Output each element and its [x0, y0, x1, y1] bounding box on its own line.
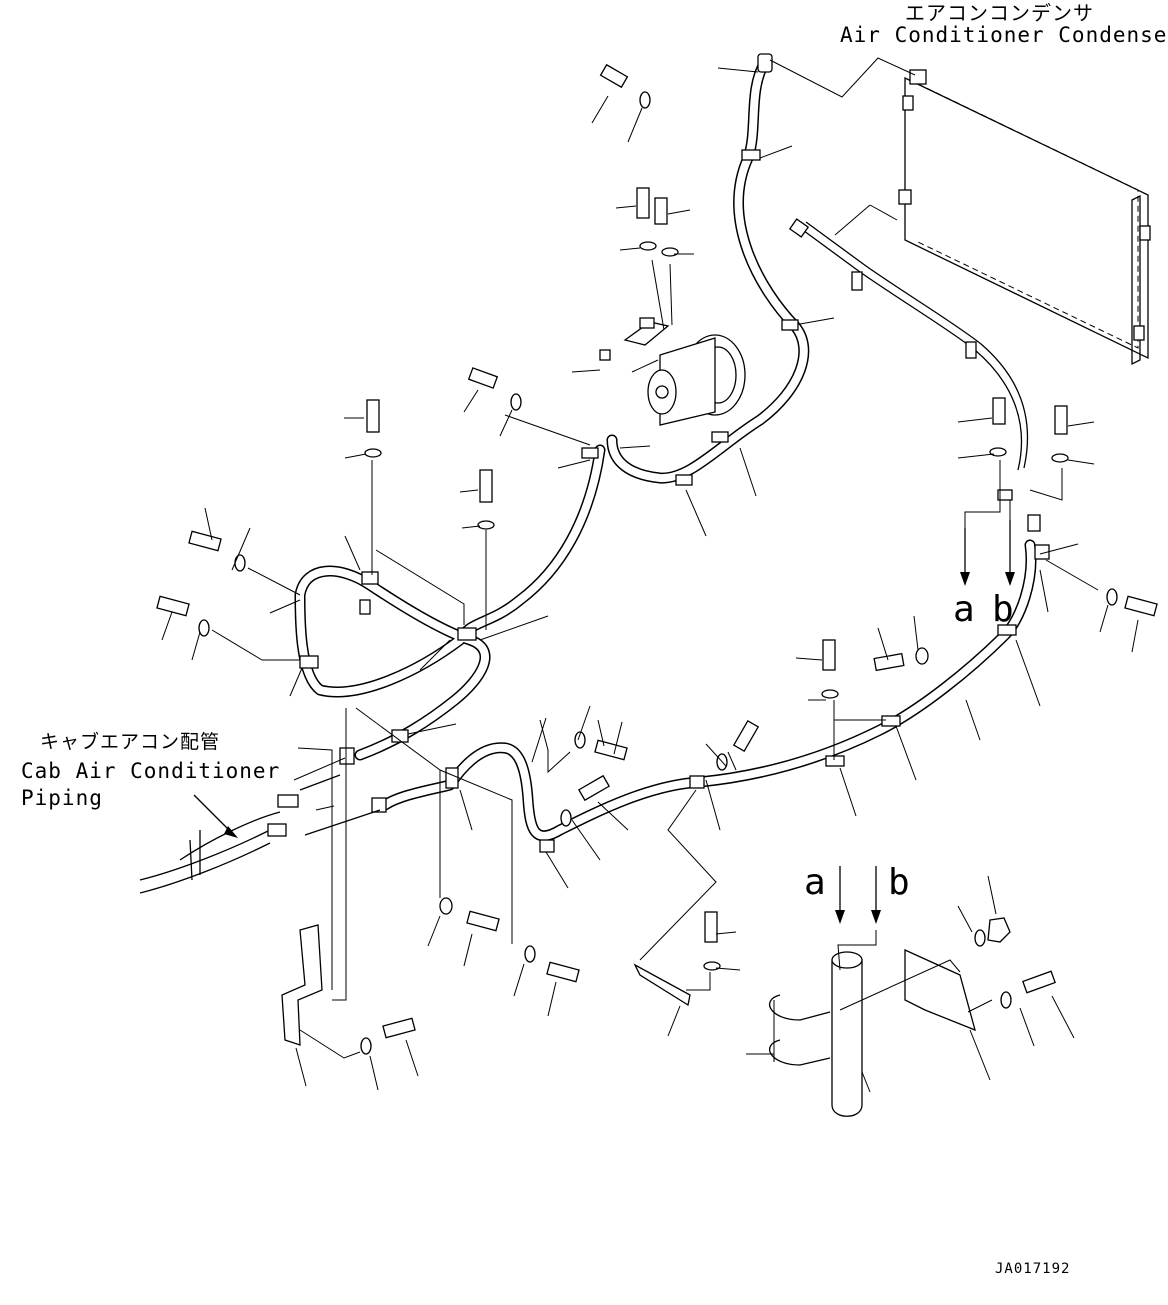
reference-label-a-upper: a [953, 589, 975, 630]
receiver-drier [768, 951, 863, 1117]
compressor [599, 317, 746, 426]
cab-piping-label-jp: キャブエアコン配管 [40, 731, 221, 753]
reference-arrows [193, 520, 1015, 924]
reference-label-b-lower: b [888, 862, 910, 903]
suction-hose [294, 444, 606, 765]
receiver-hose [371, 539, 1037, 853]
cab-piping-label-en-line1: Cab Air Conditioner [21, 759, 281, 783]
drawing-number: JA017192 [995, 1261, 1071, 1277]
brackets [281, 924, 976, 1046]
condenser-label-jp: エアコンコンデンサ [905, 1, 1094, 25]
leader-lines [161, 57, 1139, 1093]
fasteners [156, 63, 1158, 1055]
reference-label-b-upper: b [992, 589, 1014, 630]
condenser [898, 69, 1151, 366]
discharge-hose [606, 53, 810, 486]
cab-piping [139, 774, 381, 894]
cab-piping-label-en-line2: Piping [21, 786, 103, 810]
liquid-line-upper [788, 218, 1029, 471]
condenser-label-en: Air Conditioner Condenser [840, 23, 1168, 47]
reference-label-a-lower: a [804, 862, 826, 903]
